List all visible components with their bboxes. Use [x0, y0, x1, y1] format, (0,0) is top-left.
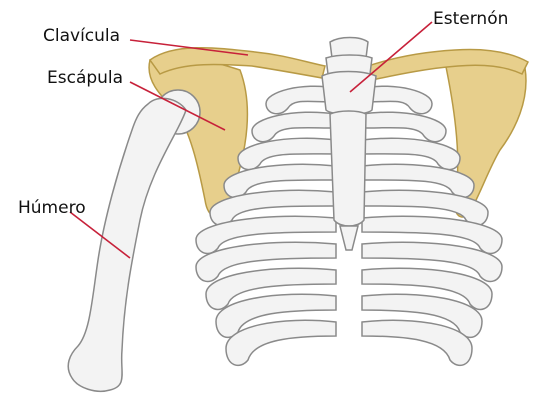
rib-right: [362, 320, 472, 365]
rib-right: [362, 112, 446, 142]
label-esternon: Esternón: [433, 11, 508, 28]
label-clavicula: Clavícula: [43, 28, 120, 45]
rib-left: [226, 320, 336, 365]
label-escapula: Escápula: [47, 70, 123, 87]
label-humero: Húmero: [18, 200, 86, 217]
rib-left: [252, 112, 336, 142]
humerus: [68, 90, 200, 391]
